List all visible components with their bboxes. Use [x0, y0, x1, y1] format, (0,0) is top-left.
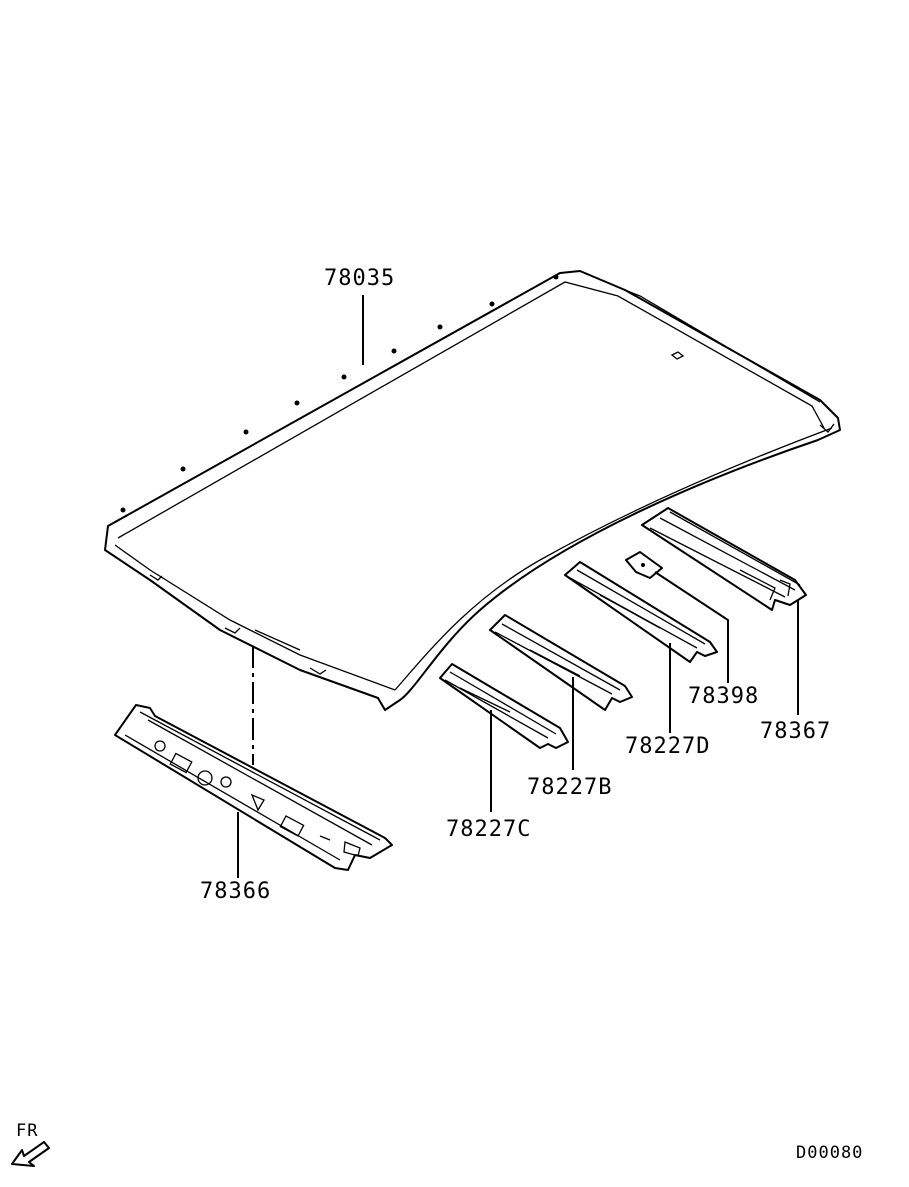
front-arrow-icon — [11, 1141, 50, 1167]
front-label: FR — [16, 1121, 38, 1141]
part-label-78035[interactable]: 78035 — [324, 266, 395, 291]
front-direction-indicator: FR — [11, 1121, 50, 1167]
front-roof-header[interactable] — [114, 704, 393, 871]
part-label-78227b[interactable]: 78227B — [527, 775, 612, 800]
diagram-code: D00080 — [796, 1143, 863, 1163]
roof-bow-78227d[interactable] — [564, 561, 718, 663]
part-label-78398[interactable]: 78398 — [688, 684, 759, 709]
roof-bow-78227b[interactable] — [489, 614, 633, 711]
rear-roof-header[interactable] — [641, 507, 807, 611]
part-label-78367[interactable]: 78367 — [760, 719, 831, 744]
part-label-78366[interactable]: 78366 — [200, 879, 271, 904]
leader-lines — [237, 295, 799, 878]
part-label-78227c[interactable]: 78227C — [446, 817, 531, 842]
part-label-78227d[interactable]: 78227D — [625, 734, 710, 759]
roof-bow-78227c[interactable] — [439, 663, 569, 749]
roof-panel[interactable] — [104, 270, 841, 711]
